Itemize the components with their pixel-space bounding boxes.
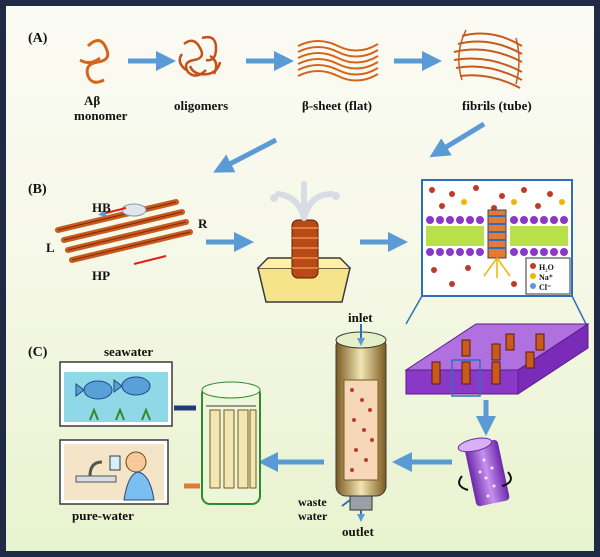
filtration-module-icon xyxy=(335,324,387,522)
inlet-label: inlet xyxy=(348,310,373,325)
monomer-label-1: Aβ xyxy=(84,93,100,108)
outlet-label: outlet xyxy=(342,524,374,539)
monomer-label-2: monomer xyxy=(74,108,128,123)
red-arrow-bottom xyxy=(133,255,167,265)
waste-label-2: water xyxy=(298,509,328,523)
pure-water-label: pure-water xyxy=(72,508,134,523)
oligomers-icon xyxy=(178,35,222,77)
hp-label: HP xyxy=(92,268,110,283)
seawater-tank-icon xyxy=(59,361,173,427)
zoom-line-left xyxy=(405,295,423,325)
panel-label-a: (A) xyxy=(28,31,48,46)
panel-label-c: (C) xyxy=(28,345,48,360)
rolled-membrane-icon xyxy=(457,437,512,507)
diagram-canvas: (A) Aβ monomer oligomers β-sheet (flat) … xyxy=(28,29,590,539)
water-blob-icon xyxy=(121,203,147,217)
pure-water-icon xyxy=(59,439,169,505)
membrane-zoom-box: H₂O Na⁺ Cl⁻ xyxy=(421,179,573,297)
beta-sheet-label: β-sheet (flat) xyxy=(302,98,372,113)
r-label: R xyxy=(198,216,208,231)
rotate-icon xyxy=(458,471,512,491)
hb-label: HB xyxy=(92,200,111,215)
fountain-tray-icon xyxy=(257,181,351,303)
l-label: L xyxy=(46,240,55,255)
oligomers-label: oligomers xyxy=(174,98,228,113)
fibrils-label: fibrils (tube) xyxy=(462,98,532,113)
seawater-label: seawater xyxy=(104,344,153,359)
panel-label-b: (B) xyxy=(28,182,47,197)
membrane-slab-icon xyxy=(404,323,590,397)
channel-icon xyxy=(483,209,511,278)
arrow-4 xyxy=(429,121,486,158)
red-arrow-top xyxy=(98,207,127,217)
monomer-icon xyxy=(79,39,110,84)
waste-label-1: waste xyxy=(298,495,327,509)
arrow-5 xyxy=(213,137,278,173)
desalination-vessel-icon xyxy=(201,381,261,505)
legend-sodium: Na⁺ xyxy=(539,273,553,282)
legend-chloride: Cl⁻ xyxy=(539,283,551,292)
legend-water: H₂O xyxy=(539,263,554,272)
beta-sheet-icon xyxy=(297,40,379,82)
fibril-bundle-icon xyxy=(55,199,193,265)
fibrils-icon xyxy=(453,29,523,89)
zoom-line-right xyxy=(571,295,587,325)
